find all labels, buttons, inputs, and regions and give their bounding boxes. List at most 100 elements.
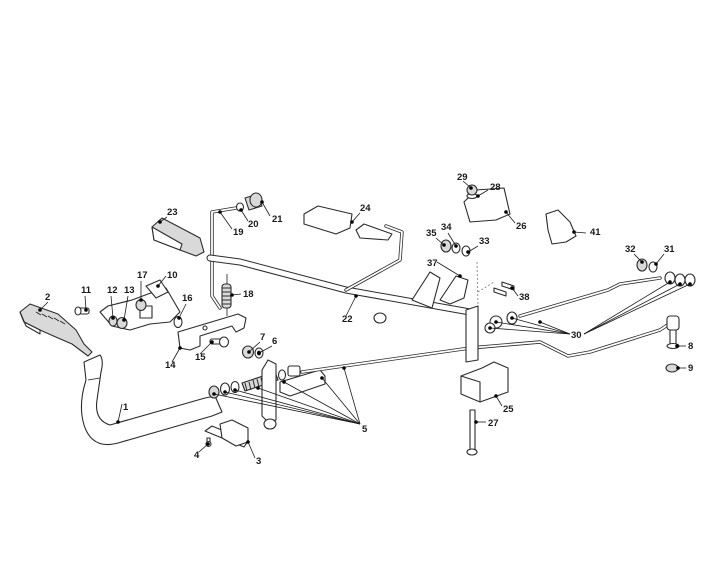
leader-line-16	[178, 303, 187, 319]
leader-dot-18	[230, 293, 234, 297]
leader-line-30	[583, 283, 691, 335]
callout-9: 9	[688, 363, 693, 374]
leader-dot-29	[469, 186, 473, 190]
callout-14: 14	[165, 360, 176, 371]
leader-dot-21	[260, 200, 264, 204]
callout-2: 2	[45, 292, 50, 303]
leader-dot-5	[223, 390, 227, 394]
callout-30: 30	[571, 330, 582, 341]
callout-35: 35	[426, 228, 437, 239]
leader-dot-30	[678, 282, 682, 286]
callout-15: 15	[195, 352, 206, 363]
callout-27: 27	[488, 418, 499, 429]
leader-dot-28	[476, 194, 480, 198]
leader-dot-19	[218, 210, 222, 214]
leader-dot-12	[111, 316, 115, 320]
leader-dot-25	[494, 394, 498, 398]
part-29-nut	[466, 184, 478, 196]
part-22-rod	[206, 224, 474, 324]
leader-dot-5	[282, 380, 286, 384]
leader-dot-37	[458, 274, 462, 278]
leader-dot-5	[342, 366, 346, 370]
leader-dot-30	[494, 320, 498, 324]
leader-dot-17	[139, 298, 143, 302]
leader-line-19	[219, 211, 233, 230]
leader-dot-30	[538, 320, 542, 324]
callout-28: 28	[490, 182, 501, 193]
leader-dot-8	[675, 344, 679, 348]
callout-41: 41	[590, 227, 601, 238]
part-23-handle	[151, 217, 205, 257]
leader-line-37	[436, 261, 461, 277]
part-34-washer	[451, 242, 461, 254]
leader-line-3	[247, 441, 256, 459]
callout-23: 23	[167, 207, 178, 218]
leader-line-2	[39, 301, 49, 311]
part-41-cover	[545, 209, 577, 245]
leader-line-41	[573, 231, 587, 234]
leader-line-5	[234, 389, 361, 425]
callout-32: 32	[625, 244, 636, 255]
part-32-nut	[636, 258, 648, 272]
leader-dot-23	[158, 220, 162, 224]
leader-dot-32	[640, 260, 644, 264]
callout-8: 8	[688, 341, 693, 352]
part-14-plate	[177, 313, 247, 351]
callout-34: 34	[441, 222, 452, 233]
part-15-bolt	[209, 336, 230, 348]
leader-dot-31	[654, 262, 658, 266]
part-21-knob	[244, 192, 263, 211]
part-27-bolt	[466, 409, 478, 456]
callout-4: 4	[194, 450, 200, 461]
leader-line-6	[258, 345, 273, 354]
callout-29: 29	[457, 172, 468, 183]
leader-line-5	[321, 377, 361, 425]
leader-dot-15	[210, 340, 214, 344]
leader-dot-2	[38, 308, 42, 312]
callout-12: 12	[107, 285, 118, 296]
callout-17: 17	[137, 270, 148, 281]
leader-dot-5	[320, 376, 324, 380]
leader-line-5	[257, 387, 361, 425]
callout-21: 21	[272, 214, 283, 225]
leader-line-24	[351, 212, 361, 223]
leader-dot-10	[156, 284, 160, 288]
part-19-rod	[210, 206, 238, 310]
leader-line-30	[511, 317, 571, 335]
callout-1: 1	[123, 402, 129, 413]
leader-dot-20	[239, 208, 243, 212]
callout-6: 6	[272, 336, 277, 347]
leader-dot-5	[233, 388, 237, 392]
leader-dot-34	[454, 244, 458, 248]
leader-dot-6	[257, 351, 261, 355]
leader-line-10	[157, 275, 167, 287]
part-35-nut	[440, 239, 452, 253]
leader-line-13	[123, 295, 129, 321]
part-25-block	[460, 361, 509, 403]
callout-11: 11	[81, 285, 92, 296]
leader-dot-4	[206, 442, 210, 446]
leader-line-30	[489, 327, 571, 335]
leader-dot-24	[350, 220, 354, 224]
callout-33: 33	[479, 236, 490, 247]
leader-line-22	[345, 295, 357, 317]
leader-dot-7	[247, 350, 251, 354]
callout-10: 10	[167, 270, 178, 281]
leader-line-1	[117, 403, 123, 423]
leader-line-4	[198, 443, 209, 453]
part-30-assembly	[484, 271, 696, 334]
callout-25: 25	[503, 404, 514, 415]
leader-dot-13	[122, 318, 126, 322]
part-1-pedal-arm	[80, 354, 223, 446]
leader-lines	[38, 180, 692, 459]
leader-line-26	[505, 211, 516, 224]
leader-dot-5	[256, 386, 260, 390]
leader-dot-30	[668, 280, 672, 284]
leader-dot-30	[688, 282, 692, 286]
callout-19: 19	[233, 227, 244, 238]
part-37-bracket	[411, 261, 495, 363]
leader-dot-5	[212, 392, 216, 396]
leader-line-33	[467, 245, 479, 253]
leader-line-30	[495, 321, 571, 335]
